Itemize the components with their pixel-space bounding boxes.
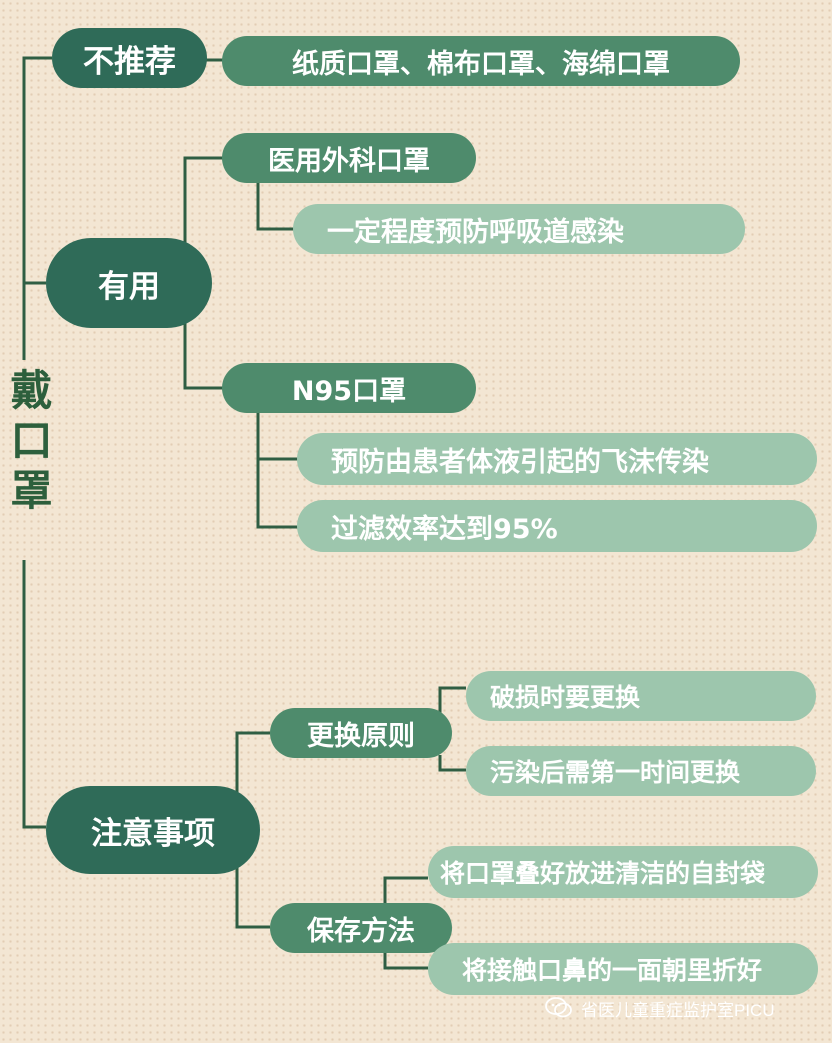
node-replace-detail-1-label: 破损时要更换 xyxy=(490,683,641,712)
node-surgical-mask-label: 医用外科口罩 xyxy=(268,145,430,177)
node-storage-detail-2: 将接触口鼻的一面朝里折好 xyxy=(428,943,818,995)
node-n95-detail-1-label: 预防由患者体液引起的飞沫传染 xyxy=(331,446,709,478)
notes-connector xyxy=(235,731,270,929)
n95-connector xyxy=(256,412,298,529)
node-storage-detail-1-label: 将口罩叠好放进清洁的自封袋 xyxy=(440,859,766,888)
node-not-recommended: 不推荐 xyxy=(52,28,207,88)
replace-connector xyxy=(438,686,466,772)
node-n95-detail-2-label: 过滤效率达到95% xyxy=(331,513,558,545)
node-surgical-mask: 医用外科口罩 xyxy=(222,133,476,183)
node-useful-label: 有用 xyxy=(98,268,160,305)
node-storage-method: 保存方法 xyxy=(270,903,452,953)
node-not-recommended-detail: 纸质口罩、棉布口罩、海绵口罩 xyxy=(222,36,740,86)
root-title-vertical: 戴口罩 xyxy=(4,368,53,528)
surgical-connector xyxy=(256,183,295,231)
node-replace-detail-2: 污染后需第一时间更换 xyxy=(466,746,816,796)
root-connector-top xyxy=(22,56,52,360)
node-n95-mask: N95口罩 xyxy=(222,363,476,413)
node-storage-detail-2-label: 将接触口鼻的一面朝里折好 xyxy=(462,956,763,985)
node-replace-detail-2-label: 污染后需第一时间更换 xyxy=(490,758,741,787)
watermark-text: 省医儿童重症监护室PICU xyxy=(581,1000,775,1020)
node-surgical-detail-label: 一定程度预防呼吸道感染 xyxy=(327,216,624,248)
root-title: 戴口罩 xyxy=(4,368,53,518)
node-surgical-detail: 一定程度预防呼吸道感染 xyxy=(293,204,745,254)
node-replace-principle-label: 更换原则 xyxy=(307,720,415,752)
node-replace-detail-1: 破损时要更换 xyxy=(466,671,816,721)
node-n95-mask-label: N95口罩 xyxy=(291,375,407,407)
useful-connector xyxy=(183,156,225,390)
watermark: 省医儿童重症监护室PICU xyxy=(545,994,775,1022)
root-connector-bottom xyxy=(22,560,46,829)
node-notes: 注意事项 xyxy=(46,786,260,874)
storage-connector xyxy=(383,876,428,970)
node-storage-method-label: 保存方法 xyxy=(307,915,415,947)
node-n95-detail-2: 过滤效率达到95% xyxy=(297,500,817,552)
wechat-icon xyxy=(545,997,572,1018)
node-replace-principle: 更换原则 xyxy=(270,708,452,758)
node-not-recommended-detail-label: 纸质口罩、棉布口罩、海绵口罩 xyxy=(292,48,670,80)
node-notes-label: 注意事项 xyxy=(91,815,215,852)
node-n95-detail-1: 预防由患者体液引起的飞沫传染 xyxy=(297,433,817,485)
node-not-recommended-label: 不推荐 xyxy=(83,43,176,80)
node-storage-detail-1: 将口罩叠好放进清洁的自封袋 xyxy=(428,846,818,898)
node-useful: 有用 xyxy=(46,238,212,328)
